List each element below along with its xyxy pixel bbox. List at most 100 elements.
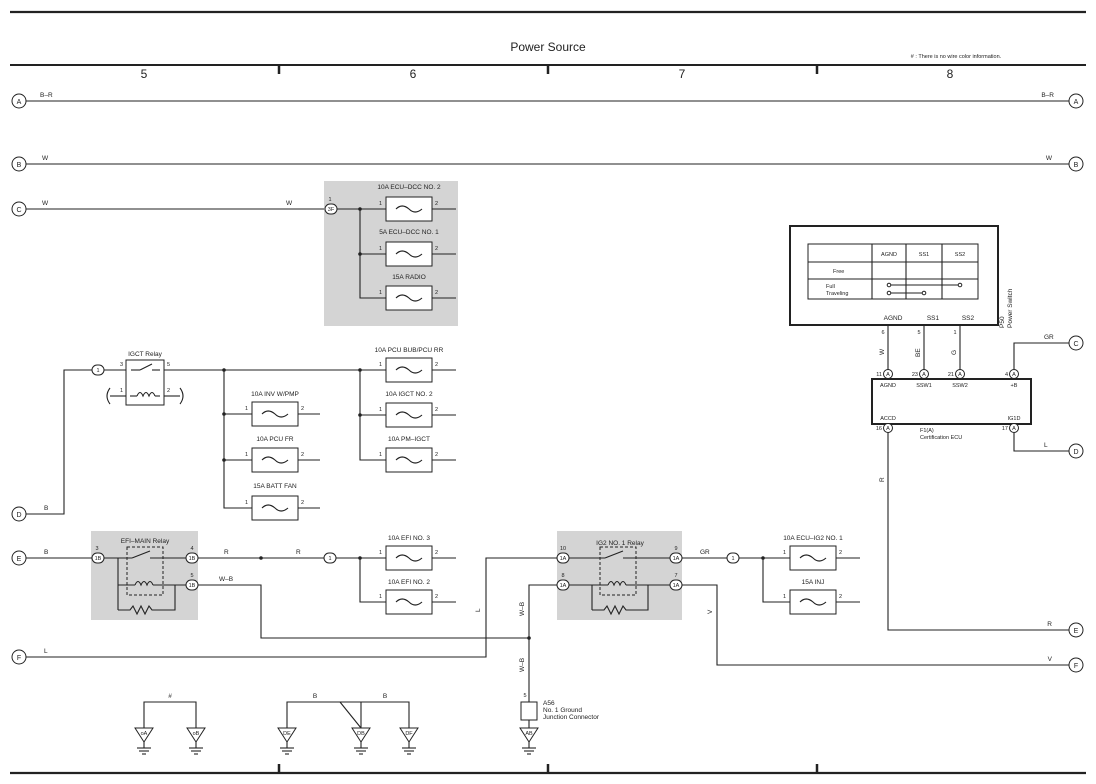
fuse-pcu-bub: 10A PCU BUB/PCU RR 1 2 — [375, 347, 456, 383]
svg-text:1: 1 — [953, 330, 956, 336]
svg-text:L: L — [1044, 442, 1048, 449]
svg-text:W: W — [286, 200, 293, 207]
svg-text:W–B: W–B — [219, 576, 233, 583]
svg-text:1: 1 — [328, 197, 331, 203]
svg-text:10A EFI NO. 2: 10A EFI NO. 2 — [388, 579, 430, 586]
svg-text:W: W — [879, 348, 886, 355]
svg-text:P50: P50 — [999, 316, 1006, 328]
svg-text:1B: 1B — [189, 556, 196, 562]
svg-text:1: 1 — [120, 388, 123, 394]
svg-text:1: 1 — [245, 500, 248, 506]
svg-text:Full: Full — [826, 284, 835, 290]
line-d-wire — [26, 369, 92, 515]
svg-text:1: 1 — [379, 290, 382, 296]
svg-text:IG2 NO. 1 Relay: IG2 NO. 1 Relay — [596, 540, 644, 547]
fuse-igct-2: 10A IGCT NO. 2 1 2 — [379, 391, 456, 428]
svg-text:5A ECU–DCC NO. 1: 5A ECU–DCC NO. 1 — [379, 229, 439, 236]
svg-text:SS1: SS1 — [919, 252, 929, 258]
svg-text:B: B — [1074, 162, 1079, 169]
svg-text:1: 1 — [379, 407, 382, 413]
svg-text:oA: oA — [141, 731, 148, 737]
svg-text:F1(A): F1(A) — [920, 428, 934, 434]
svg-text:9: 9 — [674, 546, 677, 552]
svg-text:IGCT Relay: IGCT Relay — [128, 351, 163, 358]
fuse-ecu-dcc-1: 5A ECU–DCC NO. 1 1 2 — [379, 229, 456, 267]
svg-text:1: 1 — [379, 452, 382, 458]
power-switch-pin-numbers: 6 5 1 — [881, 330, 956, 336]
svg-text:2: 2 — [435, 452, 438, 458]
svg-text:SS1: SS1 — [927, 315, 940, 322]
svg-text:1: 1 — [245, 406, 248, 412]
svg-text:IG1D: IG1D — [1008, 416, 1021, 422]
svg-text:10A PCU BUB/PCU RR: 10A PCU BUB/PCU RR — [375, 347, 444, 354]
svg-text:2: 2 — [839, 550, 842, 556]
svg-text:23: 23 — [912, 372, 918, 378]
svg-text:No. 1 Ground: No. 1 Ground — [543, 707, 582, 714]
svg-text:W: W — [42, 200, 49, 207]
svg-text:D: D — [16, 512, 21, 519]
svg-text:B: B — [313, 693, 317, 700]
fuse-ecu-ig2-1: 10A ECU–IG2 NO. 1 1 2 — [783, 535, 860, 571]
svg-text:11: 11 — [876, 372, 882, 378]
fuse-efi-2: 10A EFI NO. 2 1 2 — [379, 579, 456, 615]
svg-text:10A IGCT NO. 2: 10A IGCT NO. 2 — [385, 391, 433, 398]
svg-text:E: E — [1074, 628, 1079, 635]
ground-symbol: DE — [277, 727, 297, 755]
svg-text:2: 2 — [301, 406, 304, 412]
fuse-pm-igct: 10A PM–IGCT 1 2 — [379, 436, 456, 473]
svg-text:17: 17 — [1002, 426, 1008, 432]
svg-text:L: L — [44, 648, 48, 655]
svg-text:AGND: AGND — [880, 383, 896, 389]
svg-text:GR: GR — [1044, 334, 1054, 341]
svg-text:W: W — [1046, 155, 1053, 162]
ground-symbol: DF — [399, 727, 419, 755]
page-title: Power Source — [510, 40, 586, 54]
ground-symbol: DB — [351, 727, 371, 755]
svg-text:SSW1: SSW1 — [916, 383, 932, 389]
bottom-ticks — [277, 764, 819, 773]
line-markers: A A B B C C D D E E F F — [11, 93, 1084, 673]
svg-text:5: 5 — [523, 693, 526, 699]
svg-text:GR: GR — [700, 549, 710, 556]
svg-text:A: A — [886, 372, 890, 378]
svg-text:B–R: B–R — [1041, 92, 1054, 99]
efi-main-relay: EFI–MAIN Relay 1B 3 1B 4 1B 5 — [91, 538, 199, 616]
svg-text:5: 5 — [190, 573, 193, 579]
svg-text:W–B: W–B — [519, 602, 526, 616]
column-ticks — [277, 65, 819, 74]
svg-text:R: R — [224, 549, 229, 556]
fuse-batt-fan: 15A BATT FAN 1 2 — [245, 483, 320, 521]
svg-text:AGND: AGND — [884, 315, 903, 322]
svg-text:E: E — [17, 556, 22, 563]
fuse-efi-3: 10A EFI NO. 3 1 2 — [379, 535, 456, 571]
svg-text:Free: Free — [833, 269, 844, 275]
svg-text:SS2: SS2 — [962, 315, 975, 322]
svg-text:A: A — [1012, 372, 1016, 378]
svg-text:R: R — [879, 477, 886, 482]
fuse-inj: 15A INJ 1 2 — [783, 579, 860, 615]
svg-text:4: 4 — [190, 546, 193, 552]
svg-text:1: 1 — [245, 452, 248, 458]
svg-text:DF: DF — [405, 731, 413, 737]
svg-text:A: A — [1012, 426, 1016, 432]
svg-text:ACCD: ACCD — [880, 416, 896, 422]
svg-text:BE: BE — [915, 348, 922, 357]
svg-text:oB: oB — [193, 731, 200, 737]
svg-text:EFI–MAIN Relay: EFI–MAIN Relay — [121, 538, 170, 545]
ig2-relay: IG2 NO. 1 Relay 1A 10 1A 8 1A 9 1A 7 — [556, 540, 683, 616]
svg-text:F: F — [1074, 663, 1078, 670]
svg-text:D: D — [1073, 449, 1078, 456]
svg-text:6: 6 — [881, 330, 884, 336]
svg-text:A: A — [1074, 99, 1079, 106]
svg-text:A: A — [958, 372, 962, 378]
svg-text:2: 2 — [435, 246, 438, 252]
svg-text:1: 1 — [379, 594, 382, 600]
wire-color-note: # : There is no wire color information. — [911, 54, 1002, 60]
svg-text:1: 1 — [96, 368, 99, 374]
svg-text:2: 2 — [435, 290, 438, 296]
certification-ecu: A A A A 11 23 21 4 AGND SSW1 SSW2 +B ACC… — [871, 369, 1032, 441]
svg-text:10A EFI NO. 3: 10A EFI NO. 3 — [388, 535, 430, 542]
svg-text:1B: 1B — [95, 556, 102, 562]
svg-text:2: 2 — [301, 500, 304, 506]
ig2-relay-region — [557, 531, 682, 620]
